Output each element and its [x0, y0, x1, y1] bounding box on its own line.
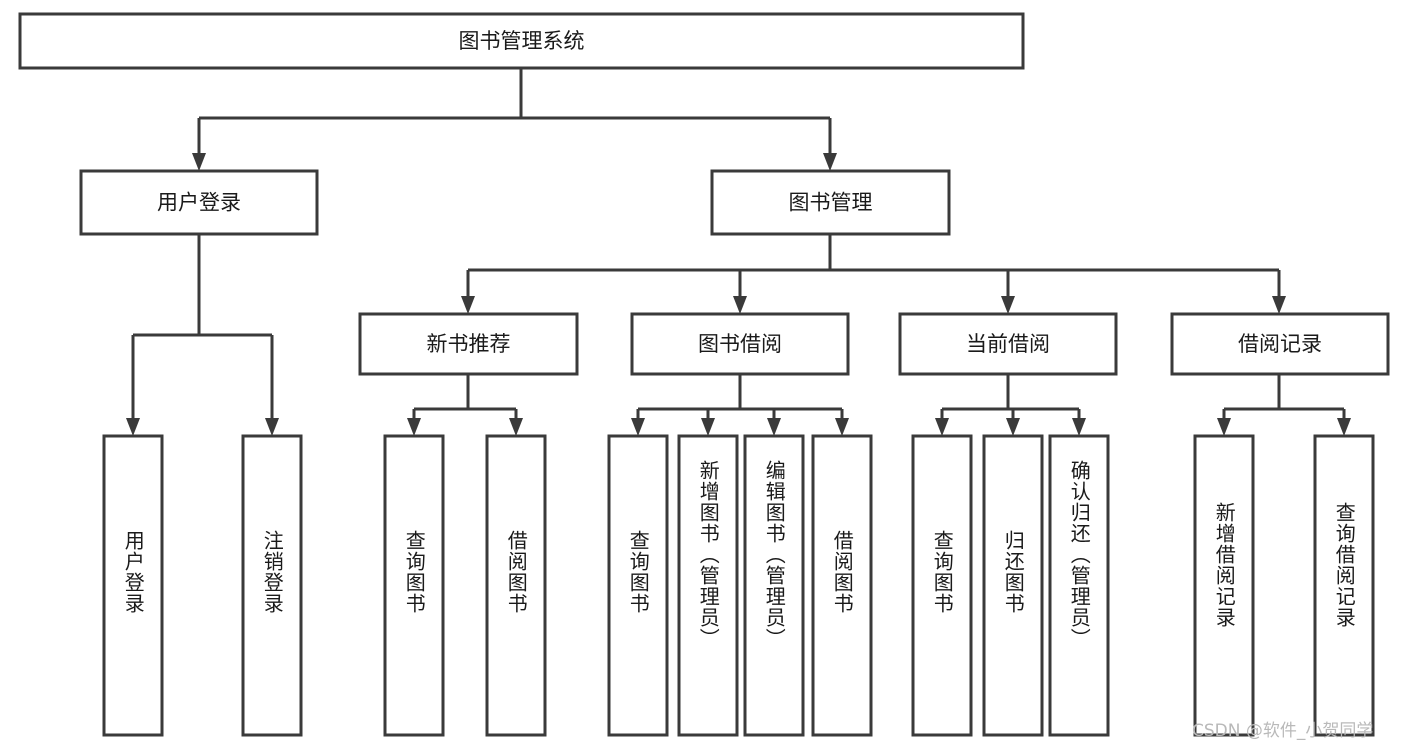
arrow-head-icon	[265, 418, 279, 436]
arrow-head-icon	[509, 418, 523, 436]
leaf-node-8-box[interactable]	[911, 434, 973, 737]
arrow-head-icon	[935, 418, 949, 436]
arrow-head-icon	[1217, 418, 1231, 436]
level3-node-2-box[interactable]	[898, 312, 1118, 376]
arrow-head-icon	[767, 418, 781, 436]
leaf-node-1-box[interactable]	[241, 434, 303, 737]
level2-node-1-label: 图书管理	[789, 191, 873, 215]
level2-node-0-label: 用户登录	[157, 191, 241, 215]
level3-node-3-label: 借阅记录	[1238, 332, 1322, 356]
connector-layer	[126, 68, 1351, 436]
leaf-node-5-box[interactable]	[677, 434, 739, 737]
arrow-head-icon	[1272, 296, 1286, 314]
arrow-head-icon	[1001, 296, 1015, 314]
leaf-node-3-box[interactable]	[485, 434, 547, 737]
arrow-head-icon	[126, 418, 140, 436]
arrow-head-icon	[1072, 418, 1086, 436]
leaf-node-9-box[interactable]	[982, 434, 1044, 737]
level2-node-0-box[interactable]	[79, 169, 319, 236]
arrow-head-icon	[1006, 418, 1020, 436]
level3-node-3-box[interactable]	[1170, 312, 1390, 376]
leaf-node-4-box[interactable]	[607, 434, 669, 737]
leaf-node-7-box[interactable]	[811, 434, 873, 737]
arrow-head-icon	[701, 418, 715, 436]
level3-node-0-label: 新书推荐	[427, 332, 511, 356]
leaf-node-10-box[interactable]	[1048, 434, 1110, 737]
level3-node-2-label: 当前借阅	[966, 332, 1050, 356]
level3-node-0-box[interactable]	[358, 312, 579, 376]
arrow-head-icon	[192, 153, 206, 171]
leaf-node-6-box[interactable]	[743, 434, 805, 737]
root-node-label: 图书管理系统	[459, 29, 585, 53]
level3-node-1-box[interactable]	[630, 312, 850, 376]
arrow-head-icon	[835, 418, 849, 436]
level3-node-1-label: 图书借阅	[698, 332, 782, 356]
arrow-head-icon	[461, 296, 475, 314]
level2-node-1-box[interactable]	[710, 169, 951, 236]
arrow-head-icon	[1337, 418, 1351, 436]
arrow-head-icon	[733, 296, 747, 314]
watermark: CSDN @软件_小贺同学	[1192, 721, 1374, 741]
leaf-node-12-box[interactable]	[1313, 434, 1375, 737]
box-layer	[18, 12, 1390, 737]
arrow-head-icon	[631, 418, 645, 436]
arrow-head-icon	[407, 418, 421, 436]
arrow-head-icon	[823, 153, 837, 171]
root-node-box[interactable]	[18, 12, 1025, 70]
leaf-node-11-box[interactable]	[1193, 434, 1255, 737]
leaf-node-0-box[interactable]	[102, 434, 164, 737]
leaf-node-2-box[interactable]	[383, 434, 445, 737]
